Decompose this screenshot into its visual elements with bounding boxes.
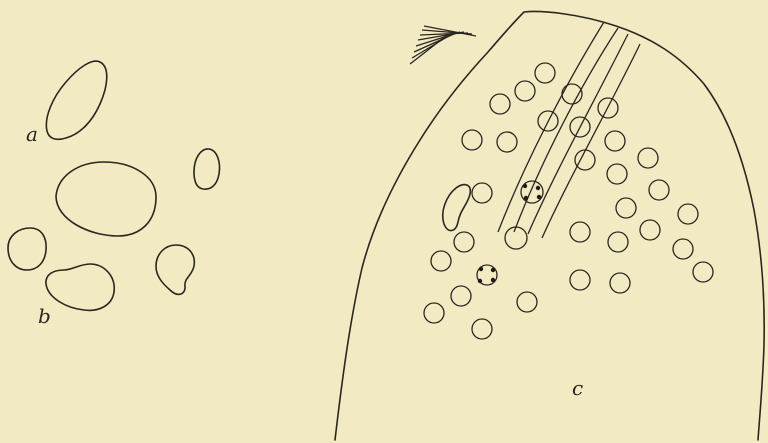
cell-small-right-oval	[194, 149, 220, 189]
tissue-boundary	[335, 12, 764, 440]
panel-ab-cells	[8, 61, 220, 310]
label-b: b	[38, 306, 51, 326]
cell-large-oval	[56, 162, 156, 236]
panel-c-tissue	[335, 12, 764, 440]
stained-cell-upper	[521, 181, 543, 203]
stained-cell-lower	[477, 265, 497, 285]
cell-bean-right	[156, 245, 194, 294]
duct-lines	[498, 22, 640, 238]
label-a: a	[26, 124, 38, 144]
cell-b-kidney	[46, 264, 114, 310]
fibre-bundle	[410, 26, 476, 64]
cell-elongated-section	[443, 185, 471, 231]
label-c: c	[572, 378, 583, 398]
cell-round-left	[8, 228, 46, 270]
cell-a-elongated	[46, 61, 106, 139]
